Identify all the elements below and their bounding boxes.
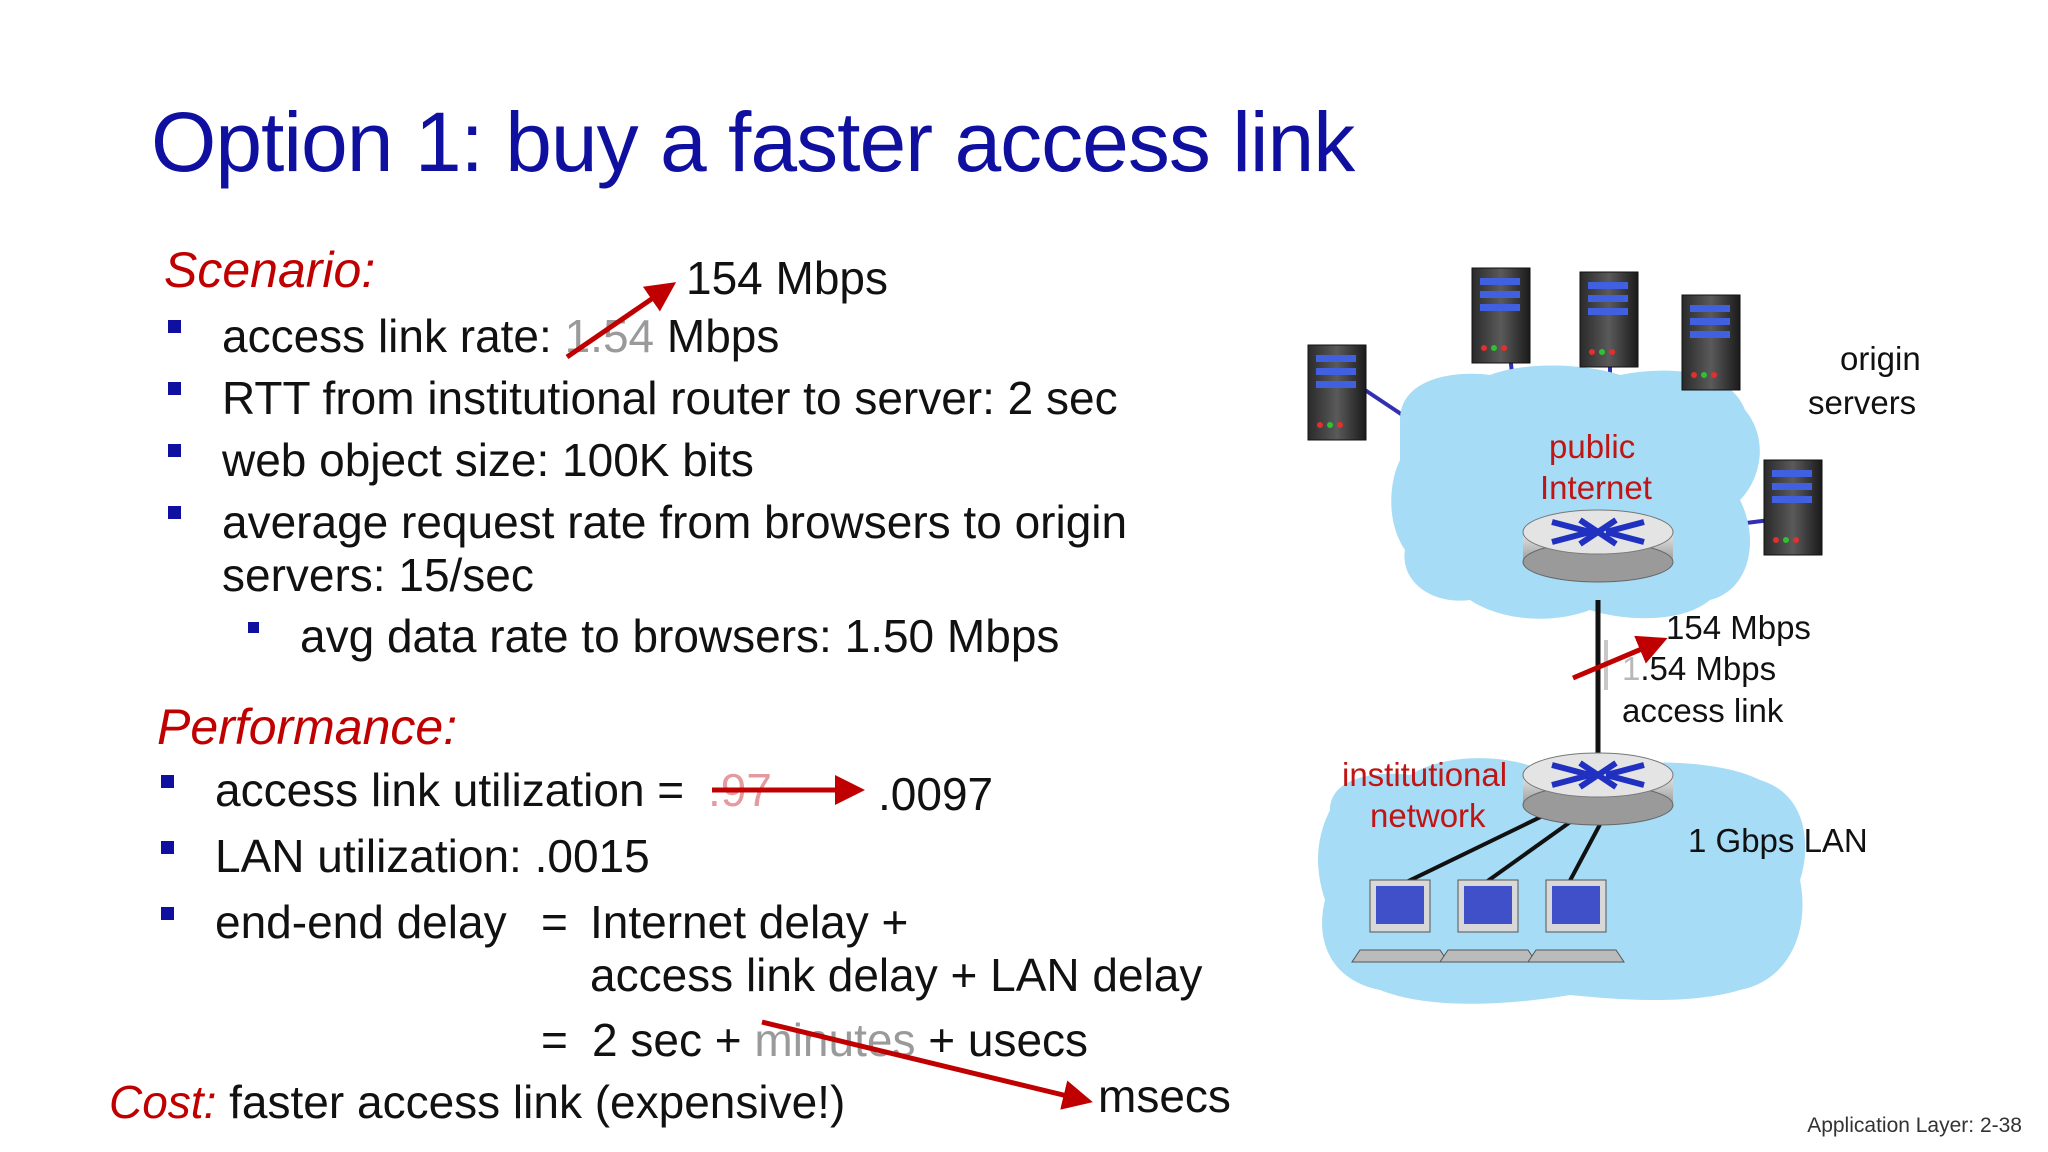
internet-router-icon [1522, 509, 1674, 583]
new-rate-label: 154 Mbps [686, 252, 889, 304]
bullet-marker [161, 907, 174, 920]
end-end-delay-label: end-end delay [215, 896, 507, 948]
server-icon [1307, 344, 1367, 441]
new-link-rate-label: 154 Mbps [1666, 609, 1811, 646]
lan-delay-value: + usecs [928, 1014, 1089, 1066]
network-diagram [1307, 267, 1823, 1004]
cost-label: Cost: [109, 1076, 217, 1128]
old-link-rate-label: 1.54 Mbps [1622, 649, 1776, 689]
access-link-label: access link [1622, 692, 1784, 729]
workstation-icon [1527, 879, 1625, 963]
origin-servers-label-line2: servers [1808, 384, 1917, 421]
institutional-network-label-line2: network [1370, 797, 1486, 834]
old-link-rate-digit: 1 [1622, 650, 1641, 687]
sub-bullet-marker [248, 622, 259, 633]
bullet-marker [168, 444, 181, 457]
performance-heading: Performance: [157, 699, 458, 755]
bullet-marker [161, 841, 174, 854]
new-access-delay: msecs [1098, 1070, 1231, 1122]
institutional-router-icon [1522, 752, 1674, 826]
bullet-marker [161, 775, 174, 788]
link-rate-correction-arrow [1572, 635, 1668, 681]
internet-delay-value: 2 sec + [592, 1014, 742, 1066]
old-rate-value: 1.54 [564, 310, 655, 362]
slide-footer: Application Layer: 2-38 [1807, 1114, 2022, 1137]
delay-formula-line1: Internet delay + [590, 896, 909, 948]
equals-sign: = [541, 1014, 568, 1066]
request-rate-item-line2: servers: 15/sec [222, 549, 534, 601]
rtt-item: RTT from institutional router to server:… [222, 372, 1118, 424]
scenario-heading: Scenario: [164, 242, 376, 298]
lan-utilization-item: LAN utilization: .0015 [215, 830, 650, 882]
bullet-marker [168, 382, 181, 395]
cost-line: Cost: faster access link (expensive!) [109, 1074, 845, 1130]
cost-text: faster access link (expensive!) [229, 1076, 846, 1128]
origin-servers-label-line1: origin [1840, 340, 1921, 377]
object-size-item: web object size: 100K bits [222, 434, 754, 486]
institutional-network-label-line1: institutional [1342, 756, 1508, 793]
rate-unit: Mbps [666, 310, 780, 362]
delay-values: 2 sec + minutes + usecs [592, 1012, 1088, 1068]
old-link-rate-rest: .54 Mbps [1640, 650, 1777, 687]
workstation-icon [1439, 879, 1537, 963]
public-internet-label-line2: Internet [1540, 469, 1652, 506]
bullet-marker [168, 506, 181, 519]
rate-correction-arrow [565, 282, 677, 360]
access-link-rate-item: access link rate: 1.54 Mbps [222, 308, 779, 364]
lan-speed-label: 1 Gbps LAN [1688, 822, 1868, 859]
server-icon [1681, 294, 1741, 391]
server-icon [1471, 267, 1531, 364]
slide-title: Option 1: buy a faster access link [151, 95, 1355, 189]
delay-formula-line2: access link delay + LAN delay [590, 949, 1203, 1001]
bullet-marker [168, 320, 181, 333]
access-util-label: access link utilization = [215, 764, 685, 816]
avg-data-rate-item: avg data rate to browsers: 1.50 Mbps [300, 610, 1060, 662]
public-internet-label-line1: public [1549, 428, 1636, 465]
lan-links [1389, 808, 1607, 892]
request-rate-item-line1: average request rate from browsers to or… [222, 496, 1128, 548]
access-link-rate-label: access link rate: [222, 310, 552, 362]
server-icon [1579, 271, 1639, 368]
equals-sign: = [541, 896, 568, 948]
workstation-icon [1351, 879, 1449, 963]
delay-correction-arrow [761, 1019, 1093, 1110]
server-icon [1763, 459, 1823, 556]
new-utilization: .0097 [878, 768, 994, 820]
